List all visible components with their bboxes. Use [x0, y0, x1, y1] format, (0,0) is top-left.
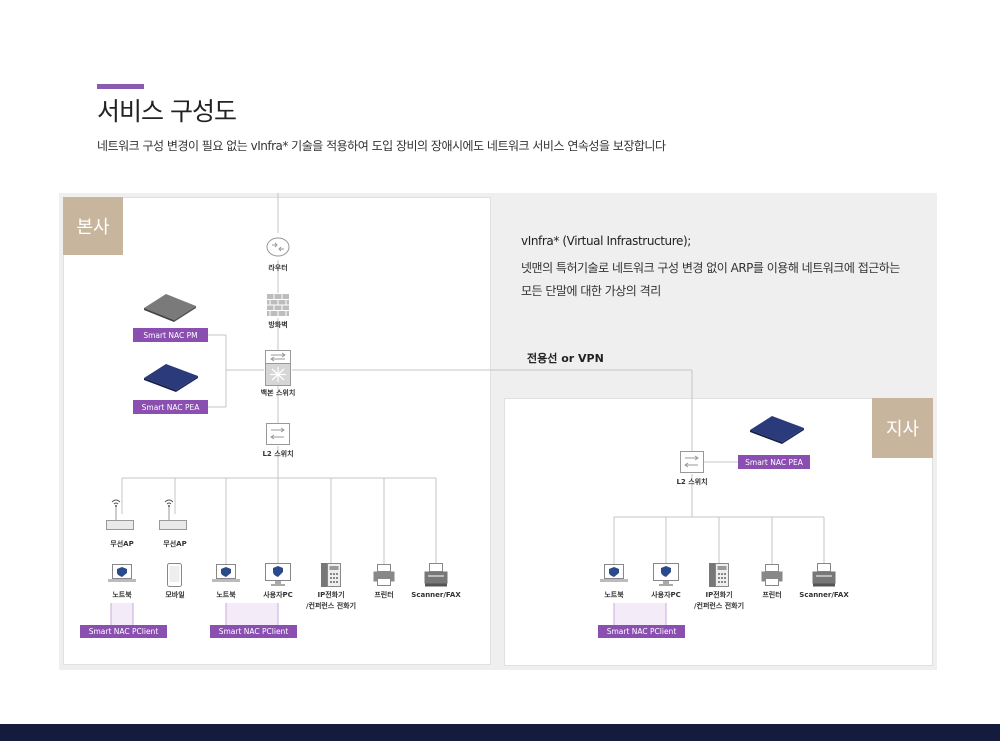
pclient-tag-2: Smart NAC PClient: [210, 625, 297, 638]
branch-corner-label: 지사: [872, 398, 933, 458]
laptop-label-2: 노트북: [216, 591, 236, 599]
branch-user-pc-label: 사용자PC: [651, 591, 681, 599]
branch-printer-label: 프린터: [762, 591, 782, 599]
nac-pm-tag: Smart NAC PM: [133, 328, 208, 342]
desktop-pc-icon: [653, 563, 679, 586]
scanner-fax-icon: [424, 563, 448, 587]
page-title: 서비스 구성도: [97, 97, 237, 126]
nac-pea-tag: Smart NAC PEA: [133, 400, 208, 414]
title-accent-bar: [97, 84, 144, 89]
printer-label: 프린터: [374, 591, 394, 599]
wireless-ap-label-2: 무선AP: [163, 540, 187, 548]
leased-line-vpn-label: 전용선 or VPN: [527, 352, 604, 365]
branch-scanner-fax-label: Scanner/FAX: [799, 591, 849, 599]
laptop-label-1: 노트북: [112, 591, 132, 599]
l2-switch-label: L2 스위치: [262, 450, 294, 458]
desktop-pc-icon: [265, 563, 291, 586]
wireless-ap-label-1: 무선AP: [110, 540, 134, 548]
router-icon: [266, 237, 290, 257]
ip-phone-icon: [709, 563, 729, 587]
hq-corner-label: 본사: [63, 197, 123, 255]
firewall-label: 방화벽: [268, 321, 288, 329]
ip-phone-label: IP전화기/컨퍼런스 전화기: [305, 591, 357, 610]
wireless-ap-icon: [159, 499, 187, 530]
mobile-label: 모바일: [165, 591, 185, 599]
user-pc-label: 사용자PC: [263, 591, 293, 599]
branch-l2-switch-label: L2 스위치: [676, 478, 708, 486]
scanner-fax-icon: [812, 563, 836, 587]
branch-nac-pea-appliance-icon: [750, 416, 804, 444]
nac-pea-appliance-icon: [144, 364, 198, 392]
backbone-switch-icon: [265, 350, 291, 386]
printer-icon: [761, 564, 783, 586]
laptop-icon: [600, 564, 628, 582]
wireless-ap-icon: [106, 499, 134, 530]
pclient-tag-1: Smart NAC PClient: [80, 625, 167, 638]
laptop-icon: [108, 564, 136, 582]
branch-laptop-label: 노트북: [604, 591, 624, 599]
vinfra-description-line-1: 넷맨의 특허기술로 네트워크 구성 변경 없이 ARP를 이용해 네트워크에 접…: [521, 261, 900, 275]
firewall-icon: [267, 294, 289, 316]
footer-bar: [0, 724, 1000, 741]
nac-pm-appliance-icon: [144, 294, 196, 322]
branch-pclient-tag: Smart NAC PClient: [598, 625, 685, 638]
branch-l2-switch-icon: [680, 451, 704, 473]
router-label: 라우터: [268, 264, 288, 272]
vinfra-title: vInfra* (Virtual Infrastructure);: [521, 234, 691, 248]
scanner-fax-label: Scanner/FAX: [411, 591, 461, 599]
backbone-switch-label: 백본 스위치: [260, 389, 296, 397]
branch-nac-pea-tag: Smart NAC PEA: [738, 455, 810, 469]
printer-icon: [373, 564, 395, 586]
branch-ip-phone-label: IP전화기/컨퍼런스 전화기: [693, 591, 745, 610]
l2-switch-icon: [266, 423, 290, 445]
mobile-phone-icon: [167, 563, 182, 587]
page-subtitle: 네트워크 구성 변경이 필요 없는 vInfra* 기술을 적용하여 도입 장비…: [97, 139, 666, 153]
vinfra-description-line-2: 모든 단말에 대한 가상의 격리: [521, 284, 661, 298]
ip-phone-icon: [321, 563, 341, 587]
laptop-icon: [212, 564, 240, 582]
